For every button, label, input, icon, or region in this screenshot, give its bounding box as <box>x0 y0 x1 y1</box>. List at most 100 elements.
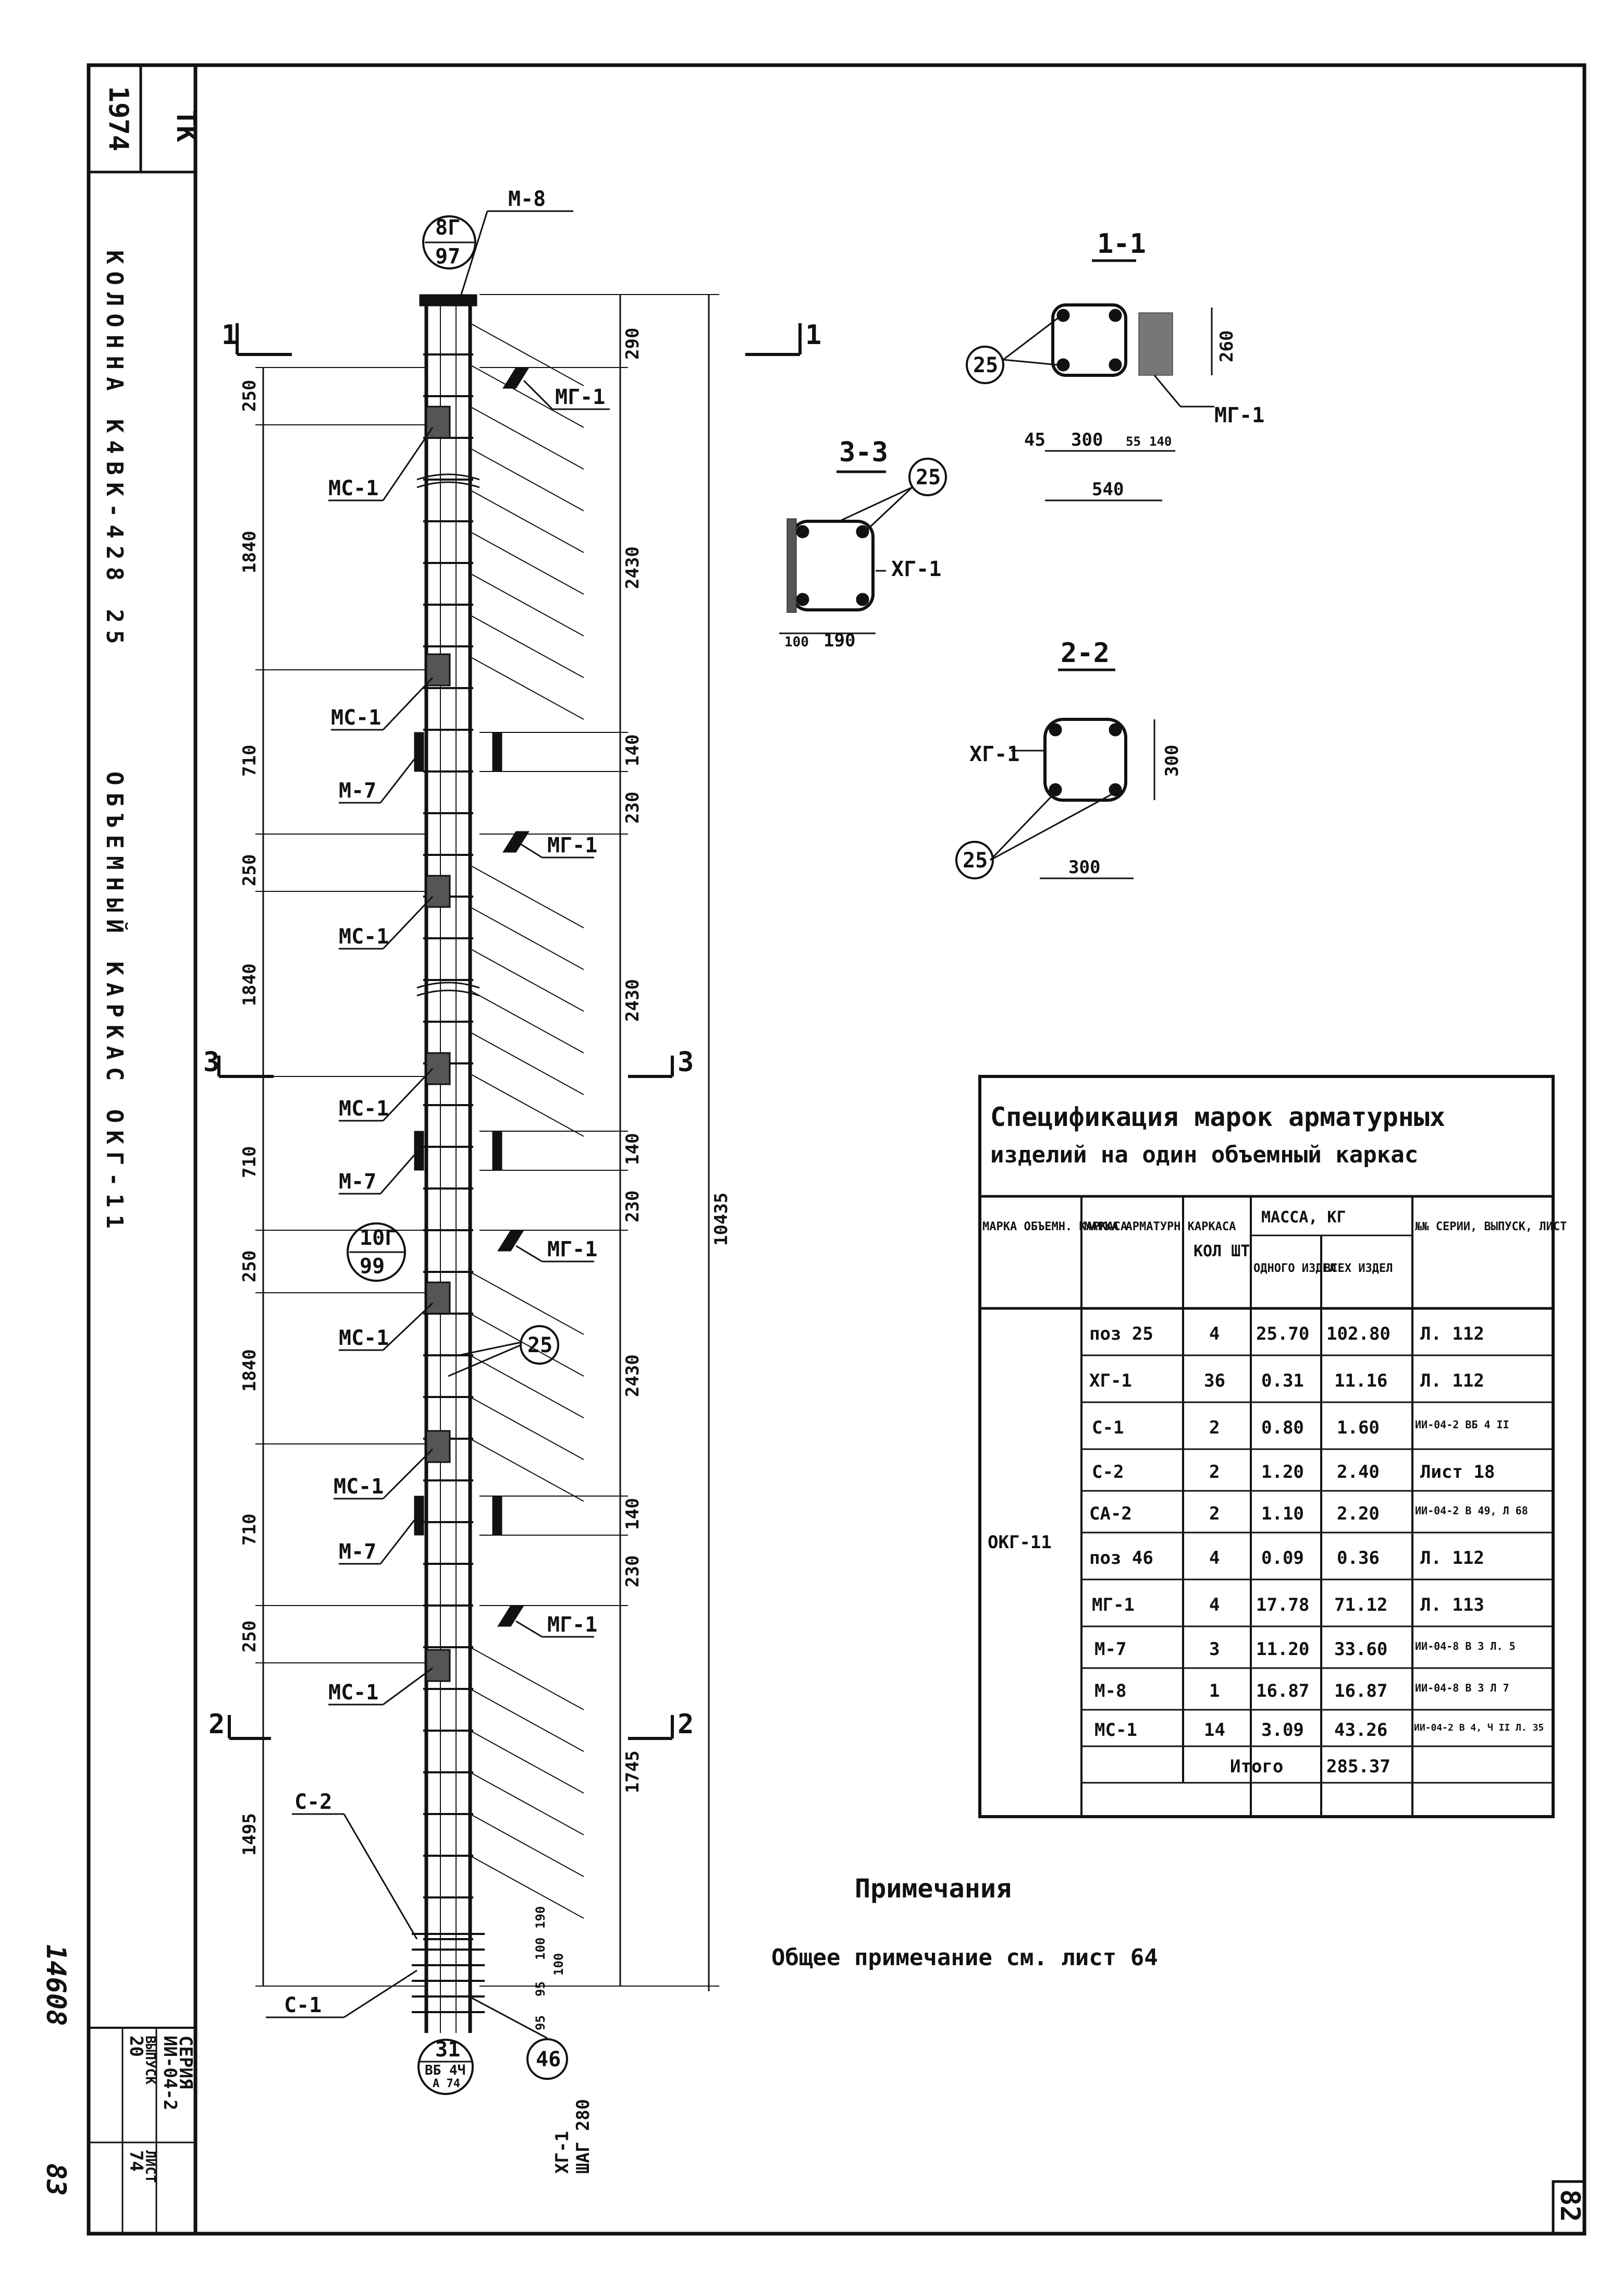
stamp-year: 1974 <box>103 86 134 151</box>
r1-all: 11.16 <box>1334 1370 1387 1391</box>
label-mc1-6: МС-1 <box>334 1475 384 1499</box>
s33-mark-circle <box>908 458 947 496</box>
r5-one: 0.09 <box>1261 1548 1304 1569</box>
sec-mark-2-left: 2 <box>208 1709 225 1740</box>
r8-mark: М-8 <box>1094 1681 1126 1701</box>
hdr-col1: МАРКА ОБЪЕМН. КАРКАСА <box>982 1220 1127 1233</box>
s22-mark-circle <box>955 841 994 879</box>
rdim-11: 1745 <box>622 1750 643 1793</box>
s33-d100: 100 <box>784 634 809 650</box>
bottom-node-sub: А 74 <box>433 2077 460 2090</box>
sdim-2: 100 <box>533 1938 548 1960</box>
r7-one: 11.20 <box>1256 1639 1309 1660</box>
s22-d300h: 300 <box>1068 857 1100 878</box>
mid-node-den: 99 <box>360 1254 385 1278</box>
column-elevation <box>217 210 802 2095</box>
r2-all: 1.60 <box>1337 1417 1380 1438</box>
section-2-2 <box>989 668 1155 879</box>
r7-qty: 3 <box>1209 1639 1220 1660</box>
hdr-col6: №№ СЕРИИ, ВЫПУСК, ЛИСТ <box>1415 1220 1567 1233</box>
vypusk-label: ВЫПУСК <box>142 2036 158 2085</box>
r7-all: 33.60 <box>1334 1639 1387 1660</box>
label-xg1-step: ХГ-1 <box>552 2131 573 2174</box>
sec-mark-2-right: 2 <box>678 1709 694 1740</box>
rdim-5: 2430 <box>622 979 643 1022</box>
r7-mark: М-7 <box>1094 1639 1126 1660</box>
r2-qty: 2 <box>1209 1417 1220 1438</box>
s11-d140: 140 <box>1149 434 1172 449</box>
sdim-5: 95 <box>533 2015 548 2030</box>
s33-mark: 25 <box>916 465 941 489</box>
s33-d190: 190 <box>823 630 855 651</box>
section-3-3 <box>779 470 913 634</box>
sec-mark-1-right: 1 <box>805 320 821 351</box>
label-m8: М-8 <box>508 187 546 211</box>
r5-qty: 4 <box>1209 1548 1220 1569</box>
r0-qty: 4 <box>1209 1324 1220 1344</box>
marker-25-elevation: 25 <box>527 1333 552 1357</box>
ldim-9: 710 <box>239 1514 260 1546</box>
section-2-2-title: 2-2 <box>1061 638 1110 669</box>
label-m7-3: М-7 <box>339 1540 376 1564</box>
vypusk-value: 20 <box>126 2036 146 2057</box>
total-dim: 10435 <box>711 1193 732 1246</box>
list-label: ЛИСТ <box>142 2150 158 2183</box>
r1-qty: 36 <box>1204 1370 1225 1391</box>
rdim-1: 290 <box>622 328 643 360</box>
label-mc1-2: МС-1 <box>331 706 381 730</box>
s11-d540: 540 <box>1092 479 1124 500</box>
bottom-node-den: ВБ 4Ч <box>425 2063 465 2078</box>
s11-d300: 300 <box>1071 430 1103 450</box>
hdr-col2: МАРКА АРМАТУРН КАРКАСА <box>1084 1220 1236 1233</box>
r0-all: 102.80 <box>1326 1324 1391 1344</box>
s22-label: ХГ-1 <box>969 742 1019 766</box>
r4-qty: 2 <box>1209 1503 1220 1524</box>
title-line-1: КОЛОННА К4ВК-428 25 <box>101 250 128 651</box>
spec-group: ОКГ-11 <box>988 1532 1052 1553</box>
ldim-4: 250 <box>239 854 260 886</box>
r3-ref: Лист 18 <box>1420 1462 1495 1483</box>
r4-all: 2.20 <box>1337 1503 1380 1524</box>
top-node-num: 8Г <box>435 216 460 240</box>
spec-total-value: 285.37 <box>1326 1756 1391 1777</box>
ldim-3: 710 <box>239 745 260 777</box>
r1-mark: ХГ-1 <box>1089 1370 1132 1391</box>
spec-title-1: Спецификация марок арматурных <box>990 1102 1445 1132</box>
ldim-1: 250 <box>239 380 260 412</box>
sec-mark-3-right: 3 <box>678 1047 694 1078</box>
notes-text: Общее примечание см. лист 64 <box>771 1944 1158 1971</box>
spec-table-grid <box>978 1075 1555 1818</box>
r6-qty: 4 <box>1209 1595 1220 1615</box>
r5-all: 0.36 <box>1337 1548 1380 1569</box>
hdr-mass: МАССА, КГ <box>1261 1208 1346 1227</box>
s11-mark-circle <box>966 346 1004 384</box>
ldim-8: 1840 <box>239 1349 260 1392</box>
r2-one: 0.80 <box>1261 1417 1304 1438</box>
ldim-2: 1840 <box>239 531 260 573</box>
r1-one: 0.31 <box>1261 1370 1304 1391</box>
r3-qty: 2 <box>1209 1462 1220 1483</box>
r8-one: 16.87 <box>1256 1681 1309 1701</box>
s11-d45: 45 <box>1024 430 1045 450</box>
label-mg1-4: МГ-1 <box>547 1613 597 1637</box>
r7-ref: ИИ-04-8 В 3 Л. 5 <box>1415 1640 1516 1652</box>
inventory-number: 14608 <box>40 1944 71 2026</box>
list-value: 74 <box>126 2150 146 2172</box>
sec-mark-3-left: 3 <box>203 1047 219 1078</box>
s22-mark: 25 <box>963 849 988 873</box>
r2-mark: С-1 <box>1092 1417 1124 1438</box>
r4-one: 1.10 <box>1261 1503 1304 1524</box>
top-node-den: 97 <box>435 244 460 268</box>
rdim-7: 230 <box>622 1191 643 1222</box>
spec-rows: поз 25 4 25.70 102.80 Л. 112 ХГ-1 36 0.3… <box>1089 1324 1544 1741</box>
r8-ref: ИИ-04-8 В 3 Л 7 <box>1415 1682 1509 1694</box>
sdim-3: 100 <box>551 1953 566 1976</box>
label-mc1-4: МС-1 <box>339 1097 389 1121</box>
r6-all: 71.12 <box>1334 1595 1387 1615</box>
r1-ref: Л. 112 <box>1420 1370 1484 1391</box>
r3-all: 2.40 <box>1337 1462 1380 1483</box>
label-m7-1: М-7 <box>339 779 376 803</box>
hdr-mass-one: ОДНОГО ИЗДЕЛ <box>1253 1262 1336 1275</box>
spec-title-2: изделий на один объемный каркас <box>990 1142 1418 1168</box>
